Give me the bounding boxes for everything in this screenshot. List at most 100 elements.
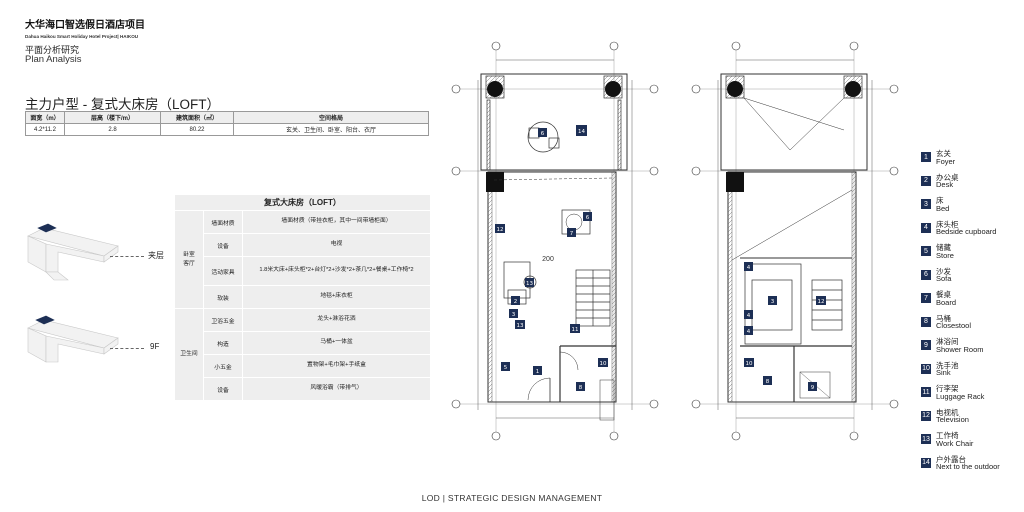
building-thumb-upper [27,223,119,281]
plan-tags-upper: 4 3 4 12 4 10 8 9 [744,262,826,391]
section-title-en: Plan Analysis [25,54,82,66]
plan-tag: 5 [501,362,510,371]
plan-tag: 7 [567,228,576,237]
detail-row: 软装 地毯+床衣柜 [204,286,430,308]
detail-row: 墙面材质墙面材质（带挂衣柜，其中一间带墙柜面） [204,211,430,234]
footer-text: LOD | STRATEGIC DESIGN MANAGEMENT [421,493,603,503]
project-title-en: Dahua Haikou Smart Holiday Hotel Project… [25,33,139,39]
plan-tag: 8 [763,376,772,385]
detail-group-label: 卧室 客厅 [175,211,204,308]
plan-tag: 2 [511,296,520,305]
plan-lower-floor [460,50,650,432]
svg-text:11: 11 [572,327,579,333]
plan-tags-lower: 6 14 12 6 7 2 13 3 13 5 1 10 11 8 [495,125,608,391]
svg-text:3: 3 [512,312,516,318]
plan-tag: 10 [744,358,754,367]
floor-leader-upper [110,256,144,257]
svg-text:6: 6 [541,131,545,137]
section-title-cn: 平面分析研究 [25,44,80,55]
detail-value: 置物架+毛巾架+手纸盒 [307,362,366,369]
svg-text:8: 8 [579,385,583,391]
plan-tag: 3 [768,296,777,305]
svg-text:1: 1 [536,369,540,375]
detail-row: 卫浴五金 龙头+淋浴花洒 [204,309,430,332]
specs-table: 面宽（m） 层高（楼下/m） 建筑面积（㎡） 空间格局 4.2*11.2 2.8… [25,111,429,136]
svg-text:9: 9 [811,385,815,391]
svg-text:4: 4 [747,313,751,319]
detail-table: 复式大床房（LOFT） 卧室 客厅 墙面材质墙面材质（带挂衣柜，其中一间带墙柜面… [175,195,430,400]
svg-text:6: 6 [586,215,590,221]
svg-text:3: 3 [771,299,775,305]
axis-bubbles-upper [691,41,899,441]
detail-value: 1.8米大床+床头柜*2+台灯*2+沙发*2+茶几*2+餐桌+工作椅*2 [259,267,414,274]
project-title-cn: 大华海口智选假日酒店项目 [25,20,145,31]
svg-text:4: 4 [747,265,751,271]
detail-key: 小五金 [204,355,243,377]
svg-text:13: 13 [517,323,524,329]
detail-value: 龙头+淋浴花洒 [317,316,356,323]
floor-label-upper: 夹层 [148,251,164,260]
svg-text:14: 14 [578,129,585,135]
floor-label-lower: 9F [150,342,160,351]
detail-key: 卫浴五金 [204,309,243,331]
plan-tag: 4 [744,262,753,271]
detail-value: 电视 [330,241,343,248]
detail-row: 活动家具 1.8米大床+床头柜*2+台灯*2+沙发*2+茶几*2+餐桌+工作椅*2 [204,257,430,286]
plan-tag: 6 [583,212,592,221]
detail-group-label: 卫生间 [175,309,204,400]
floor-leader-lower [110,348,144,349]
plan-tag: 9 [808,382,817,391]
svg-text:12: 12 [497,227,504,233]
detail-key: 软装 [204,286,243,308]
building-thumbnails [27,223,119,363]
detail-group-bedroom: 卧室 客厅 墙面材质墙面材质（带挂衣柜，其中一间带墙柜面） 设备 电视 活动家具 1… [175,211,430,309]
detail-group-bathroom: 卫生间 卫浴五金龙头+淋浴花洒 构造马桶+一体盆 小五金置物架+毛巾架+手纸盒 … [175,309,430,400]
detail-row: 小五金 置物架+毛巾架+手纸盒 [204,355,430,378]
axis-bubbles-lower [451,41,659,441]
room-type-title: 主力户型 - 复式大床房（LOFT） [25,97,220,112]
plan-tag: 1 [533,366,542,375]
specs-header: 建筑面积（㎡） [160,111,234,124]
plan-upper-floor [700,50,890,432]
plan-tag: 11 [570,324,580,333]
plan-tag: 13 [515,320,525,329]
plan-tag: 3 [509,309,518,318]
plan-tag: 4 [744,326,753,335]
svg-text:5: 5 [504,365,508,371]
plan-tag: 12 [495,224,505,233]
building-thumb-lower [27,315,119,363]
detail-value: 墙面材质（带挂衣柜，其中一间带墙柜面） [281,218,392,225]
plan-tag: 4 [744,310,753,319]
plan-tag: 6 [538,128,547,137]
svg-text:13: 13 [526,281,533,287]
detail-value: 地毯+床衣柜 [320,293,353,300]
plan-tag: 8 [576,382,585,391]
detail-key: 设备 [204,234,243,256]
plan-tag: 14 [576,125,587,136]
svg-text:4: 4 [747,329,751,335]
detail-row: 设备风暖浴霸（带排气） [204,378,430,400]
svg-text:8: 8 [766,379,770,385]
project-header: 大华海口智选假日酒店项目 Dahua Haikou Smart Holiday … [25,20,145,66]
plan-tag: 13 [525,278,534,287]
specs-header: 层高（楼下/m） [64,111,161,124]
detail-value: 风暖浴霸（带排气） [310,385,363,392]
svg-text:10: 10 [600,361,607,367]
detail-row: 设备 电视 [204,234,430,257]
detail-key: 构造 [204,332,243,354]
detail-key: 活动家具 [204,257,243,285]
svg-text:7: 7 [570,231,574,237]
svg-text:10: 10 [746,361,753,367]
plan-tag: 10 [598,358,608,367]
